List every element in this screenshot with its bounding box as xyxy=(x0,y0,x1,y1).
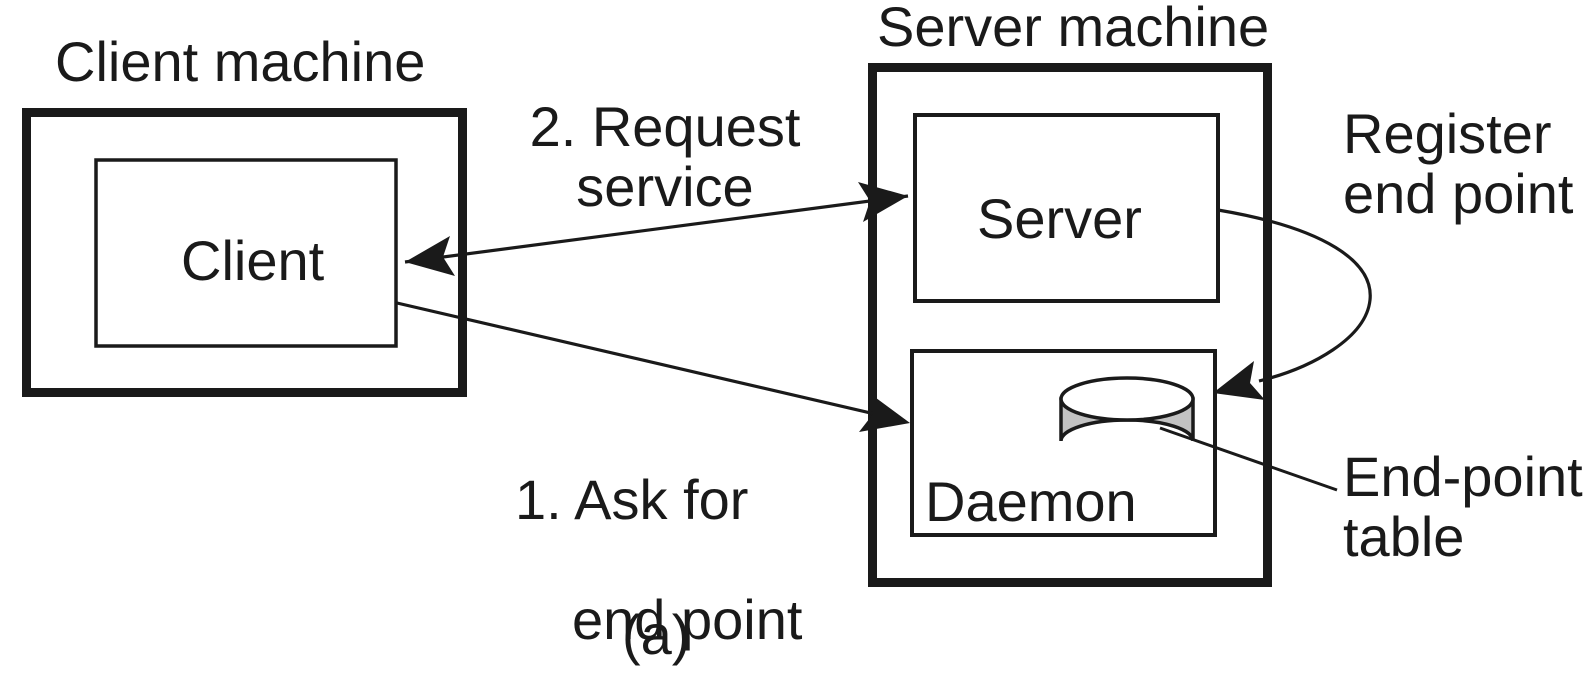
register-endpoint-arrow xyxy=(1217,208,1372,383)
ask-endpoint-label-line2: end point xyxy=(572,588,803,651)
register-endpoint-label: Register end point xyxy=(1343,102,1574,225)
request-service-label: 2. Request service xyxy=(529,95,801,218)
endpoint-table-leader-line xyxy=(1159,426,1338,492)
arrowhead-into-daemon-icon xyxy=(859,392,910,432)
client-node-label: Client xyxy=(181,229,325,292)
endpoint-table-label: End-point table xyxy=(1343,445,1583,568)
ask-endpoint-label: 1. Ask for end point xyxy=(515,410,802,694)
client-machine-label: Client machine xyxy=(55,30,426,93)
arrowhead-into-server-icon xyxy=(858,182,908,222)
arrowhead-into-endpoint-table-icon xyxy=(1213,361,1265,400)
request-service-arrow xyxy=(404,194,909,264)
ask-endpoint-arrow xyxy=(396,301,906,423)
figure-caption: (a) xyxy=(622,603,691,666)
server-machine-label: Server machine xyxy=(877,0,1270,58)
server-node-label: Server xyxy=(977,187,1142,250)
server-box xyxy=(913,113,1220,303)
ask-endpoint-label-line1: 1. Ask for xyxy=(515,468,749,531)
endpoint-table-cylinder-top-icon xyxy=(1059,376,1195,422)
daemon-node-label: Daemon xyxy=(925,470,1137,533)
arrowhead-into-client-icon xyxy=(405,236,455,276)
client-box xyxy=(94,158,398,348)
